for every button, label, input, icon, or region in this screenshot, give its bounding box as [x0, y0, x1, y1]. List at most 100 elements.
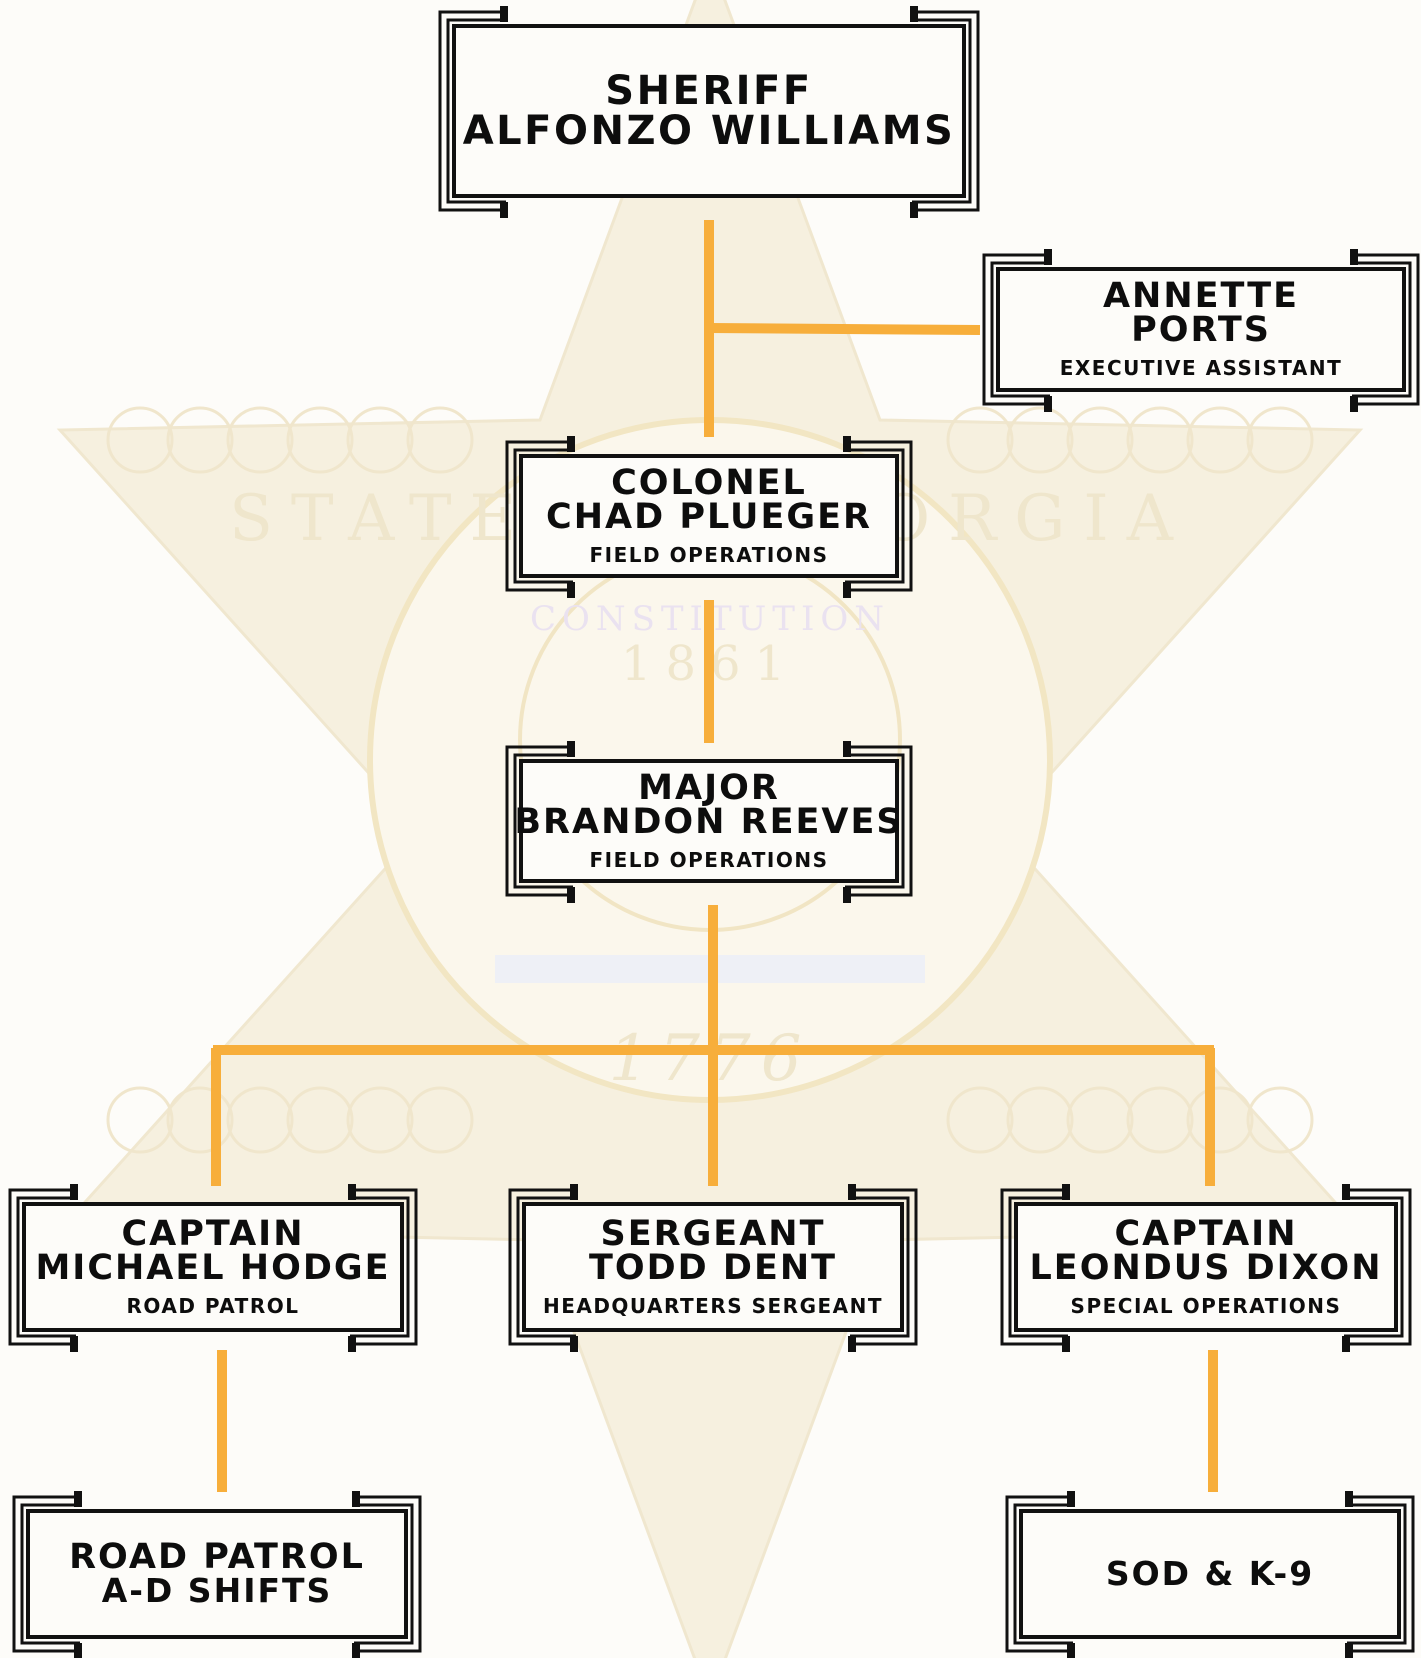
node-rank: SHERIFF	[605, 68, 813, 114]
frame-bracket	[12, 1495, 80, 1653]
frame-cap	[843, 582, 851, 598]
frame-cap	[74, 1643, 82, 1658]
frame-inner-border	[26, 1509, 408, 1639]
node-name: BRANDON REEVES	[514, 801, 904, 842]
frame-cap	[500, 6, 508, 22]
frame-cap	[848, 1336, 856, 1352]
frame-cap	[1067, 1491, 1075, 1507]
node-sheriff: SHERIFF ALFONZO WILLIAMS	[438, 6, 980, 218]
badge-dots	[106, 406, 1314, 1154]
frame-cap	[1044, 396, 1052, 412]
frame-cap	[843, 436, 851, 452]
frame-cap	[1345, 1491, 1353, 1507]
frame-cap	[567, 741, 575, 757]
node-role: SPECIAL OPERATIONS	[1070, 1293, 1342, 1318]
frame-cap	[500, 202, 508, 218]
frame-cap	[567, 887, 575, 903]
frame-cap	[352, 1491, 360, 1507]
frame-cap	[1342, 1184, 1350, 1200]
node-role: ROAD PATROL	[126, 1293, 300, 1318]
frame-bracket	[516, 1196, 576, 1338]
frame-inner-border	[452, 24, 966, 198]
node-name: ALFONZO WILLIAMS	[462, 108, 956, 154]
frame-cap	[567, 582, 575, 598]
frame-bracket	[446, 18, 506, 204]
frame-cap	[348, 1336, 356, 1352]
frame-bracket	[505, 745, 573, 897]
node-colonel: COLONEL CHAD PLUEGER FIELD OPERATIONS	[505, 436, 913, 598]
seal-year-top: 1861	[621, 636, 799, 692]
frame-cap	[843, 741, 851, 757]
node-captain-hodge: CAPTAIN MICHAEL HODGE ROAD PATROL	[8, 1184, 418, 1352]
frame-cap	[848, 1184, 856, 1200]
frame-cap	[352, 1643, 360, 1658]
frame-cap	[1044, 249, 1052, 265]
frame-bracket	[20, 1503, 80, 1645]
node-frame	[982, 249, 1420, 412]
node-name: MICHAEL HODGE	[35, 1247, 391, 1288]
node-road-patrol-shifts: ROAD PATROL A-D SHIFTS	[12, 1491, 422, 1658]
frame-bracket	[508, 1188, 576, 1346]
frame-bracket	[1000, 1188, 1068, 1346]
frame-cap	[348, 1184, 356, 1200]
frame-inner-border	[519, 759, 899, 883]
node-name: LEONDUS DIXON	[1029, 1247, 1383, 1288]
frame-bracket	[845, 440, 913, 592]
frame-cap	[1345, 1643, 1353, 1658]
frame-bracket	[845, 753, 905, 889]
node-major: MAJOR BRANDON REEVES FIELD OPERATIONS	[505, 741, 913, 903]
node-rank: MAJOR	[638, 767, 780, 808]
node-rank: CAPTAIN	[121, 1213, 305, 1254]
frame-bracket	[350, 1188, 418, 1346]
frame-bracket	[1347, 1503, 1407, 1645]
node-rank: SERGEANT	[600, 1213, 826, 1254]
frame-bracket	[1352, 261, 1412, 398]
frame-cap	[1062, 1184, 1070, 1200]
node-name: PORTS	[1131, 310, 1271, 350]
frame-cap	[910, 202, 918, 218]
node-name: SOD & K-9	[1105, 1554, 1315, 1593]
frame-inner-border	[22, 1202, 404, 1332]
frame-bracket	[513, 448, 573, 584]
frame-bracket	[982, 253, 1050, 406]
frame-bracket	[8, 1188, 76, 1346]
frame-inner-border	[1019, 1509, 1401, 1639]
node-frame	[1005, 1491, 1415, 1658]
frame-bracket	[354, 1495, 422, 1653]
node-frame	[8, 1184, 418, 1352]
frame-cap	[910, 6, 918, 22]
frame-bracket	[1344, 1196, 1404, 1338]
seal-year-bottom: 1776	[609, 1022, 812, 1096]
frame-bracket	[1008, 1196, 1068, 1338]
frame-inner-border	[1014, 1202, 1398, 1332]
frame-bracket	[1347, 1495, 1415, 1653]
connector-sheriff-assistant	[708, 323, 981, 335]
node-rank: COLONEL	[611, 462, 807, 503]
node-captain-dixon: CAPTAIN LEONDUS DIXON SPECIAL OPERATIONS	[1000, 1184, 1412, 1352]
frame-inner-border	[519, 454, 899, 578]
frame-bracket	[438, 10, 506, 212]
node-rank: ANNETTE	[1102, 276, 1300, 316]
frame-inner-border	[522, 1202, 904, 1332]
frame-cap	[1350, 396, 1358, 412]
frame-cap	[70, 1336, 78, 1352]
frame-cap	[1067, 1643, 1075, 1658]
frame-bracket	[1005, 1495, 1073, 1653]
frame-bracket	[912, 18, 972, 204]
node-role: EXECUTIVE ASSISTANT	[1059, 356, 1343, 380]
frame-bracket	[1352, 253, 1420, 406]
node-sod-k9: SOD & K-9	[1005, 1491, 1415, 1658]
frame-cap	[70, 1184, 78, 1200]
frame-cap	[74, 1491, 82, 1507]
frame-bracket	[1013, 1503, 1073, 1645]
frame-bracket	[850, 1196, 910, 1338]
node-frame	[505, 436, 913, 598]
frame-cap	[1062, 1336, 1070, 1352]
node-role: FIELD OPERATIONS	[589, 542, 829, 567]
node-name: CHAD PLUEGER	[546, 496, 872, 537]
frame-cap	[570, 1184, 578, 1200]
frame-cap	[1350, 249, 1358, 265]
frame-bracket	[850, 1188, 918, 1346]
node-name: A-D SHIFTS	[101, 1571, 333, 1610]
